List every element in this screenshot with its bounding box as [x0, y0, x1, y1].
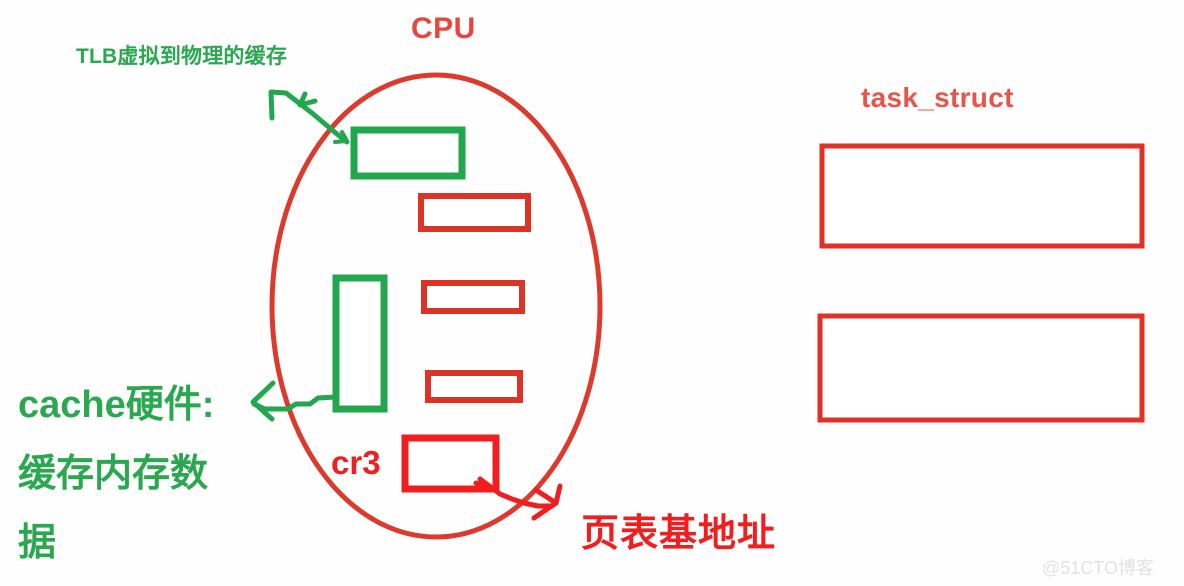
cache-pointer-arrow	[250, 380, 339, 422]
cpu-register-box-3[interactable]	[425, 370, 523, 403]
cache-box[interactable]	[332, 274, 388, 413]
task-struct-title: task_struct	[861, 82, 1014, 113]
cache-annotation-line-2: 缓存内存数	[18, 453, 209, 495]
cr3-label: cr3	[331, 444, 381, 481]
task-struct-row-2[interactable]	[817, 313, 1145, 423]
watermark: @51CTO博客	[1042, 558, 1154, 578]
cache-annotation-line-1: cache硬件:	[18, 384, 215, 426]
tlb-box[interactable]	[350, 126, 466, 180]
task-struct-row-1[interactable]	[819, 143, 1145, 249]
cr3-box[interactable]	[401, 434, 500, 493]
cpu-ellipse	[269, 72, 603, 540]
page-table-pointer-arrow	[473, 476, 563, 521]
tlb-annotation-text: TLB虚拟到物理的缓存	[76, 45, 288, 68]
cpu-register-box-2[interactable]	[421, 280, 525, 314]
page-table-base-address-text: 页表基地址	[581, 513, 777, 555]
cache-annotation-line-3: 据	[18, 522, 57, 564]
cpu-title: CPU	[411, 12, 476, 45]
cpu-register-box-1[interactable]	[418, 193, 531, 232]
tlb-pointer-arrow	[268, 89, 350, 145]
